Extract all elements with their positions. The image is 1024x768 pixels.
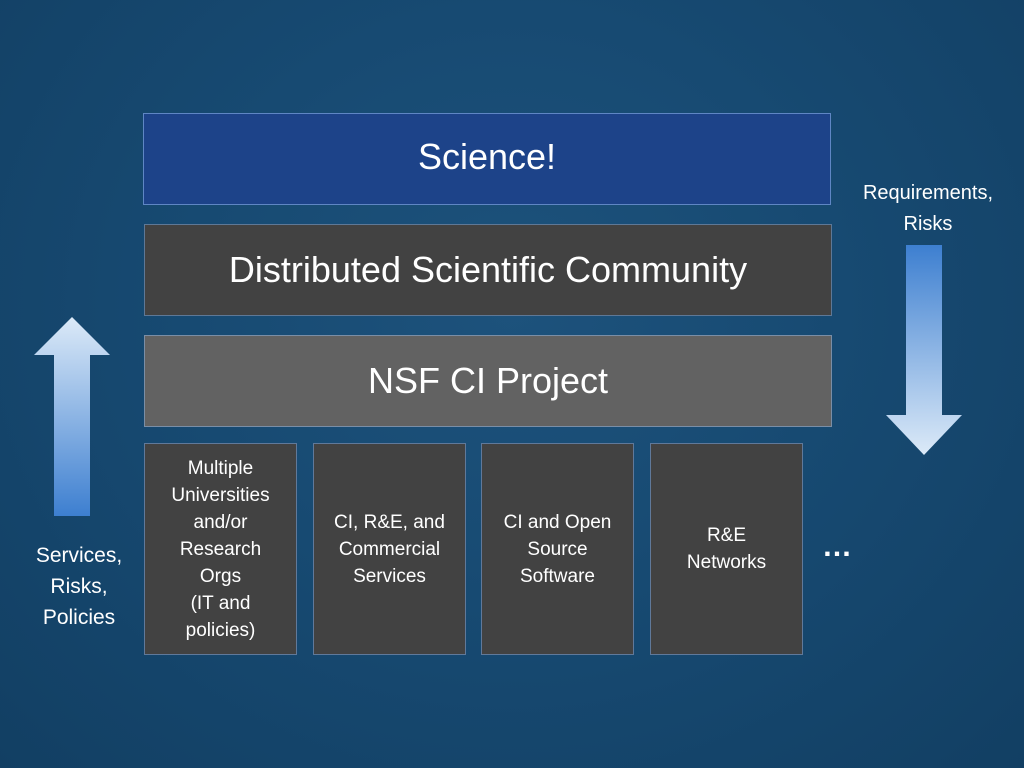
component-software: CI and Open Source Software: [481, 443, 634, 655]
arrow-down-icon: [886, 245, 962, 455]
component-services: CI, R&E, and Commercial Services: [313, 443, 466, 655]
component-label: CI and Open Source Software: [503, 511, 612, 587]
component-label: CI, R&E, and Commercial Services: [334, 511, 445, 587]
nsf-project-layer: NSF CI Project: [144, 335, 832, 427]
science-layer: Science!: [143, 113, 831, 205]
component-label: Multiple Universities and/or Research Or…: [171, 457, 270, 641]
requirements-risks-label: Requirements, Risks: [862, 182, 994, 235]
component-universities: Multiple Universities and/or Research Or…: [144, 443, 297, 655]
nsf-project-label: NSF CI Project: [367, 360, 609, 401]
component-label: R&E Networks: [686, 525, 767, 573]
arrow-up-icon: [34, 317, 110, 516]
services-risks-policies-label: Services, Risks, Policies: [35, 544, 123, 629]
component-networks: R&E Networks: [650, 443, 803, 655]
community-layer: Distributed Scientific Community: [144, 224, 832, 316]
more-ellipsis: …: [822, 530, 853, 563]
science-label: Science!: [417, 136, 557, 177]
community-label: Distributed Scientific Community: [228, 249, 748, 290]
